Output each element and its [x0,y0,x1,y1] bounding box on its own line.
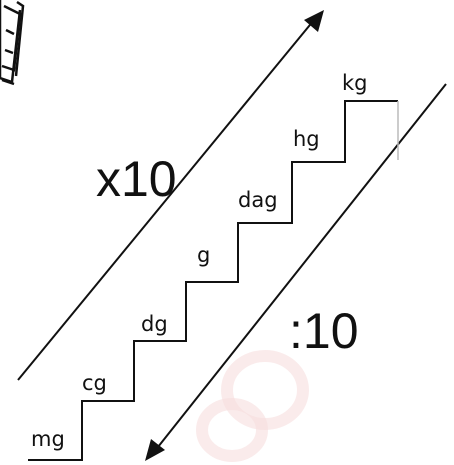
multiply-arrow [17,10,324,381]
unit-label-mg: mg [31,427,65,451]
divide-label: :10 [289,303,359,359]
unit-label-kg: kg [342,71,368,95]
unit-label-g: g [197,243,210,267]
unit-label-dag: dag [238,188,278,212]
multiply-label: x10 [96,151,177,207]
arrowhead-down-icon [145,439,165,461]
arrowhead-up-icon [304,10,324,32]
unit-label-cg: cg [82,371,107,395]
unit-label-hg: hg [293,127,320,151]
staircase [28,100,399,461]
sketch-fragment-icon [0,0,25,86]
unit-label-dg: dg [141,312,168,336]
watermark [196,350,309,462]
